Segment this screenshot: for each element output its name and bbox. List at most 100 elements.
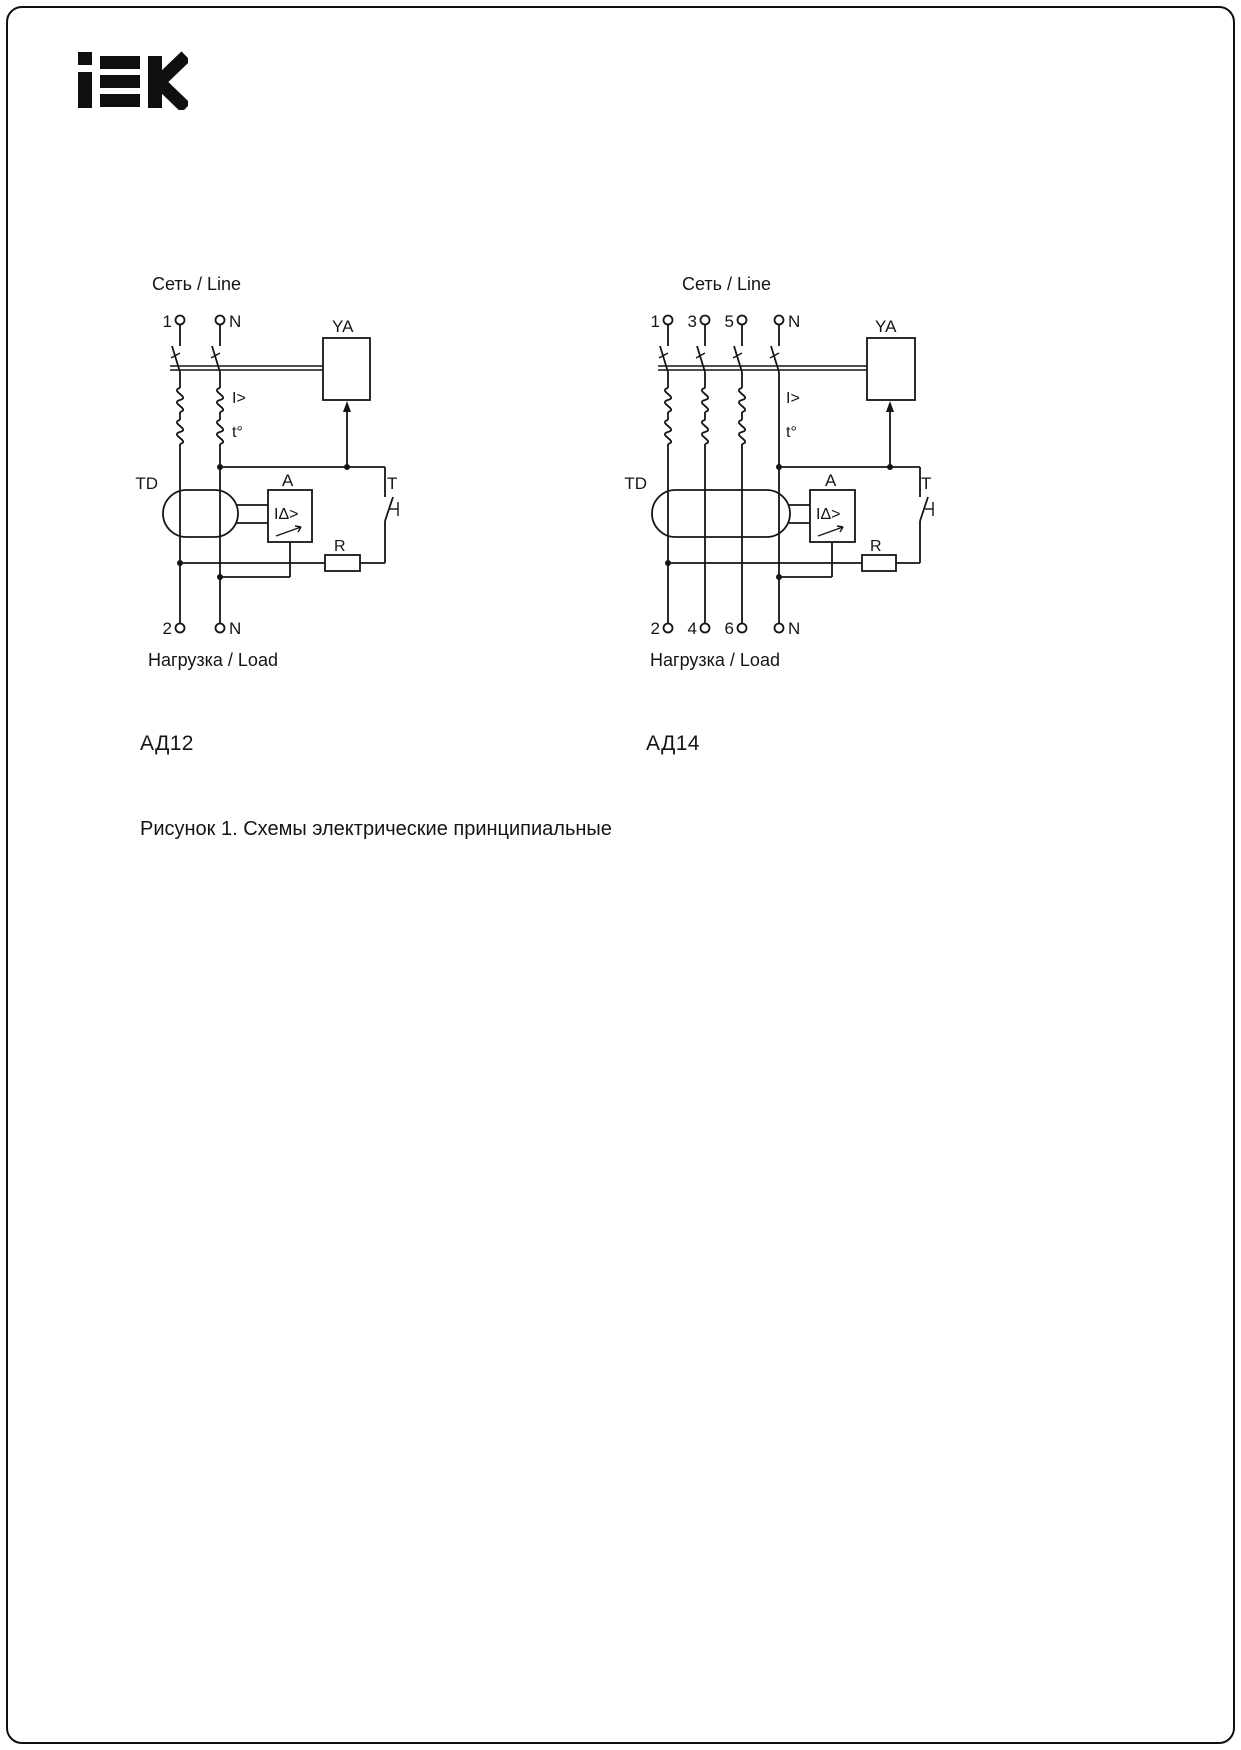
terminal-label-5: 5	[725, 312, 734, 331]
test-button-label: T	[387, 474, 397, 493]
mechanical-linkage	[170, 365, 323, 371]
breaker-blade	[171, 345, 181, 373]
terminal-label-3: 3	[688, 312, 697, 331]
logo-e-bar	[100, 56, 140, 69]
breaker-tick	[732, 352, 743, 359]
pole-1-conductor	[658, 324, 672, 624]
pole-n-conductor	[769, 324, 780, 624]
pole-n-conductor	[210, 324, 224, 624]
terminal-label-n-top: N	[229, 312, 241, 331]
terminal-label-n-bottom: N	[229, 619, 241, 638]
terminal-label-6: 6	[725, 619, 734, 638]
pole-1-conductor	[170, 324, 184, 624]
differential-threshold-label: IΔ>	[816, 506, 840, 523]
terminal-label-n-bottom: N	[788, 619, 800, 638]
thermal-release-symbol	[701, 419, 709, 445]
breaker-blade	[211, 345, 221, 373]
mechanical-linkage	[658, 365, 867, 371]
terminal-label-4: 4	[688, 619, 697, 638]
breaker-tick	[170, 352, 181, 359]
thermal-release-symbol	[738, 419, 746, 445]
logo-k-lower	[154, 77, 188, 110]
breaker-tick	[658, 352, 669, 359]
logo-e-bar	[100, 94, 140, 107]
pole-3-conductor	[695, 324, 709, 624]
test-circuit-lower	[665, 542, 862, 580]
line-label: Сеть / Line	[152, 274, 241, 294]
figure-caption: Рисунок 1. Схемы электрические принципиа…	[140, 818, 612, 840]
transformer-secondary-wires	[789, 504, 810, 524]
differential-threshold-label: IΔ>	[274, 506, 298, 523]
breaker-tick	[210, 352, 221, 359]
diagram-title-ad14: АД14	[646, 732, 700, 755]
overcurrent-release-symbol	[176, 387, 184, 413]
test-circuit-upper	[776, 464, 920, 470]
breaker-blade	[770, 345, 780, 373]
iek-logo: iEK	[78, 51, 188, 110]
test-button-label: T	[921, 474, 931, 493]
logo-e-bar	[100, 75, 140, 88]
resistor-label: R	[334, 538, 346, 555]
resistor-label: R	[870, 538, 882, 555]
breaker-blade	[696, 345, 706, 373]
page-border	[6, 6, 1235, 1744]
differential-transformer	[162, 489, 239, 538]
load-label: Нагрузка / Load	[148, 650, 278, 670]
test-circuit-lower	[177, 542, 325, 580]
trip-coil-label: YA	[875, 317, 897, 336]
schematic-ad12: Сеть / Line 1 N I> t° YA	[135, 274, 399, 670]
load-label: Нагрузка / Load	[650, 650, 780, 670]
trip-coil-box	[866, 337, 916, 401]
terminal-label-1: 1	[651, 312, 660, 331]
transformer-label: TD	[624, 474, 647, 493]
transformer-label: TD	[135, 474, 158, 493]
thermal-release-symbol	[216, 419, 224, 445]
thermal-label: t°	[232, 424, 243, 441]
trip-signal-arrowhead	[886, 401, 894, 412]
test-button-contact	[919, 467, 934, 563]
line-label: Сеть / Line	[682, 274, 771, 294]
overcurrent-label: I>	[232, 390, 246, 407]
amplifier-box	[809, 489, 856, 543]
overcurrent-release-symbol	[664, 387, 672, 413]
terminal-label-2: 2	[651, 619, 660, 638]
thermal-release-symbol	[664, 419, 672, 445]
logo-k-stem	[148, 56, 162, 108]
amplifier-box	[267, 489, 313, 543]
logo-i-dot	[78, 52, 92, 65]
test-button-blade	[919, 496, 929, 522]
resistor-box	[324, 554, 361, 572]
schematic-ad14: Сеть / Line 1 3 5 N	[624, 274, 934, 670]
iek-logo-glyphs	[78, 51, 188, 110]
overcurrent-release-symbol	[216, 387, 224, 413]
resistor-box	[861, 554, 897, 572]
amplifier-label: A	[282, 471, 294, 490]
threshold-adjust-arrow	[817, 525, 844, 537]
test-button-contact	[384, 467, 399, 563]
terminal-circles	[662, 314, 785, 634]
breaker-blade	[733, 345, 743, 373]
trip-coil-label: YA	[332, 317, 354, 336]
threshold-adjust-arrow	[275, 525, 302, 537]
trip-coil-box	[322, 337, 371, 401]
terminal-label-2: 2	[163, 619, 172, 638]
diagram-title-ad12: АД12	[140, 732, 194, 755]
logo-i-stem	[78, 72, 92, 108]
breaker-tick	[695, 352, 706, 359]
trip-signal-arrowhead	[343, 401, 351, 412]
overcurrent-release-symbol	[701, 387, 709, 413]
thermal-label: t°	[786, 424, 797, 441]
differential-transformer	[651, 489, 791, 538]
overcurrent-release-symbol	[738, 387, 746, 413]
transformer-secondary-wires	[236, 504, 268, 524]
test-button-blade	[384, 496, 394, 522]
terminal-label-n-top: N	[788, 312, 800, 331]
terminal-label-1: 1	[163, 312, 172, 331]
overcurrent-label: I>	[786, 390, 800, 407]
test-circuit-upper	[217, 464, 385, 470]
thermal-release-symbol	[176, 419, 184, 445]
breaker-tick	[769, 352, 780, 359]
amplifier-label: A	[825, 471, 837, 490]
pole-5-conductor	[732, 324, 746, 624]
breaker-blade	[659, 345, 669, 373]
